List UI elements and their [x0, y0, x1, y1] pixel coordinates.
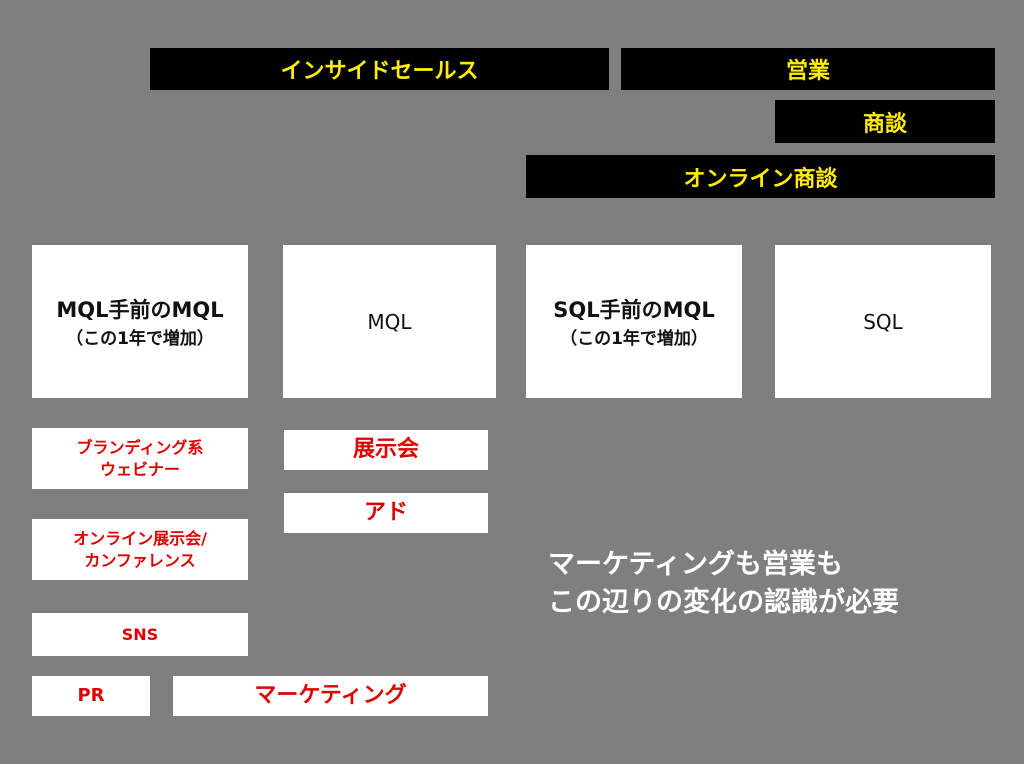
online-negotiation-bar: オンライン商談	[526, 155, 995, 198]
online-negotiation-label: オンライン商談	[683, 166, 838, 192]
note-line: この辺りの変化の認識が必要	[548, 586, 899, 618]
channel-label: アド	[363, 500, 408, 526]
channel-ad: アド	[284, 493, 488, 533]
channel-sns: SNS	[32, 613, 248, 656]
note-text: マーケティングも営業も この辺りの変化の認識が必要	[548, 546, 899, 622]
stage-subtitle: （この1年で増加）	[66, 329, 214, 349]
note-line: マーケティングも営業も	[548, 549, 843, 580]
negotiation-bar: 商談	[775, 100, 995, 143]
inside-sales-bar: インサイドセールス	[150, 48, 609, 90]
channel-line: カンファレンス	[84, 550, 196, 570]
stage-title: SQL	[863, 309, 903, 334]
channel-label: PR	[77, 684, 105, 706]
stage-title: MQL手前のMQL	[56, 298, 224, 322]
channel-exhibition: 展示会	[284, 430, 488, 470]
channel-line: ウェビナー	[99, 459, 180, 479]
stage-pre-sql: SQL手前のMQL （この1年で増加）	[526, 245, 742, 398]
channel-pr: PR	[32, 676, 150, 716]
channel-label: マーケティング	[254, 683, 407, 709]
channel-line: オンライン展示会/	[73, 528, 207, 548]
channel-branding-webinar: ブランディング系 ウェビナー	[32, 428, 248, 489]
negotiation-label: 商談	[862, 111, 907, 137]
channel-label: SNS	[121, 624, 159, 644]
stage-mql: MQL	[283, 245, 496, 398]
stage-subtitle: （この1年で増加）	[560, 329, 708, 349]
inside-sales-label: インサイドセールス	[280, 59, 479, 84]
sales-label: 営業	[785, 59, 830, 84]
channel-online-expo: オンライン展示会/ カンファレンス	[32, 519, 248, 580]
channel-label: 展示会	[352, 437, 419, 463]
channel-line: ブランディング系	[76, 437, 204, 457]
channel-marketing: マーケティング	[173, 676, 488, 716]
stage-pre-mql: MQL手前のMQL （この1年で増加）	[32, 245, 248, 398]
stage-sql: SQL	[775, 245, 991, 398]
stage-title: MQL	[367, 309, 412, 334]
sales-bar: 営業	[621, 48, 995, 90]
stage-title: SQL手前のMQL	[553, 298, 715, 322]
